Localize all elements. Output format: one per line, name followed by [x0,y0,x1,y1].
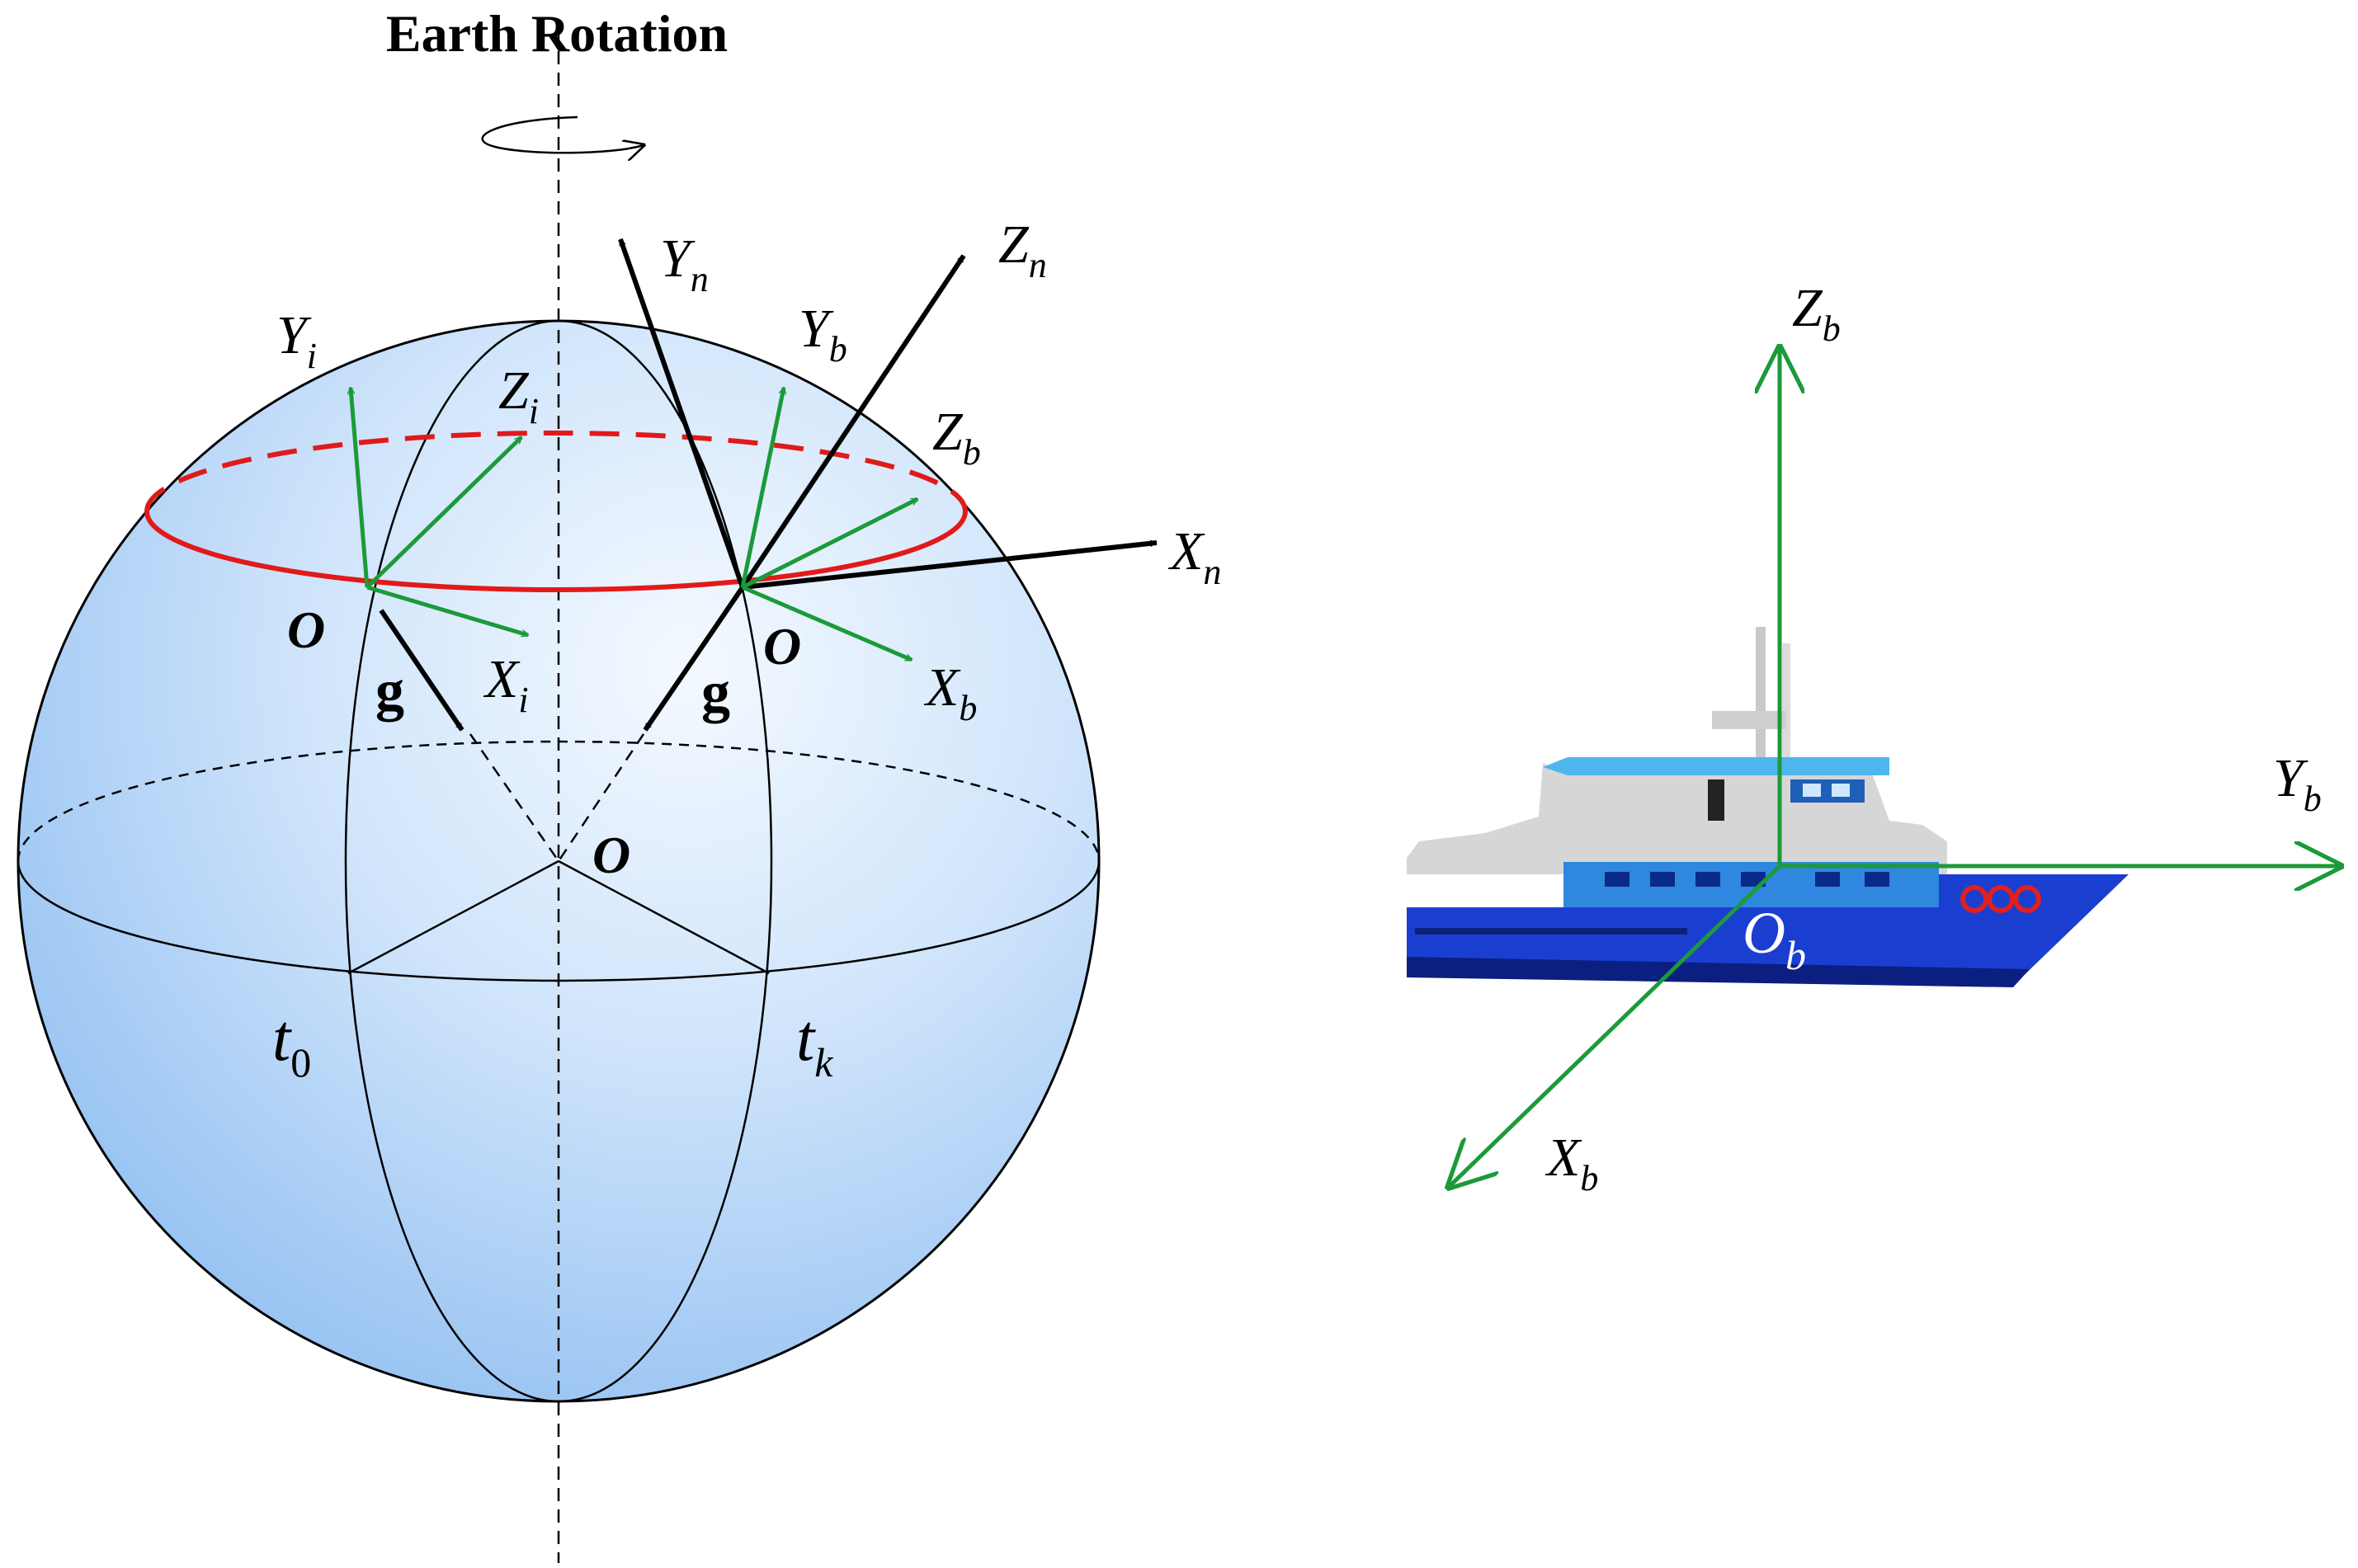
rotation-arrow-icon [481,115,644,153]
axis-yn [618,238,745,588]
axis-zi [365,436,523,589]
ship-label-origin: Ob [1743,900,1806,978]
label-yi: Yi [276,305,317,376]
label-t0: t0 [272,1002,311,1085]
label-xi: Xi [483,649,529,720]
label-zb-earth: Zb [932,402,981,473]
gravity-right [643,586,745,732]
gravity-dash-right [557,733,645,862]
label-zi: Zi [498,360,539,431]
ship-body-frame: Zb Yb Xb Ob [1448,278,2341,1198]
label-origin-right: O [763,617,801,676]
earth-globe [17,30,1101,1563]
earth-rotation-title: Earth Rotation [386,4,728,63]
gravity-dash-left [469,733,560,862]
axis-zb-earth [741,497,917,590]
axis-xn [742,539,1158,590]
label-yn: Yn [660,228,709,299]
navigation-body-frame [618,238,1158,732]
label-xb-earth: Xb [923,657,977,728]
ship-label-yb: Yb [2273,748,2322,819]
ship-label-zb: Zb [1792,278,1841,349]
gravity-left [379,609,465,732]
inertial-frame [351,388,528,732]
earth-labels: Yi Zi Xi O g Yn Zn Xn Yb Zb Xb O g O [272,214,1221,1085]
label-g-left: g [375,659,404,723]
axis-xb-earth [742,585,912,662]
center-to-tk [558,859,770,975]
center-to-t0 [347,859,559,975]
latitude-circle-front [144,511,968,592]
latitude-circle-back [144,431,968,512]
meridian-ellipse [344,319,773,1403]
label-g-right: g [701,661,730,724]
label-zn: Zn [998,214,1047,285]
label-yb-earth: Yb [799,299,847,370]
axis-yb-earth [740,388,784,588]
label-center-origin: O [592,826,630,884]
label-origin-left: O [287,600,325,659]
axis-yi [351,388,370,588]
axis-zn [740,254,966,589]
axis-xi [366,585,528,635]
equator-back [17,740,1101,862]
ship-axis-xb [1448,864,1781,1188]
ship-illustration [1407,627,2129,987]
label-tk: tk [796,1002,833,1085]
ship-label-xb: Xb [1544,1128,1598,1198]
equator-front [17,860,1101,982]
label-xn: Xn [1167,521,1221,592]
